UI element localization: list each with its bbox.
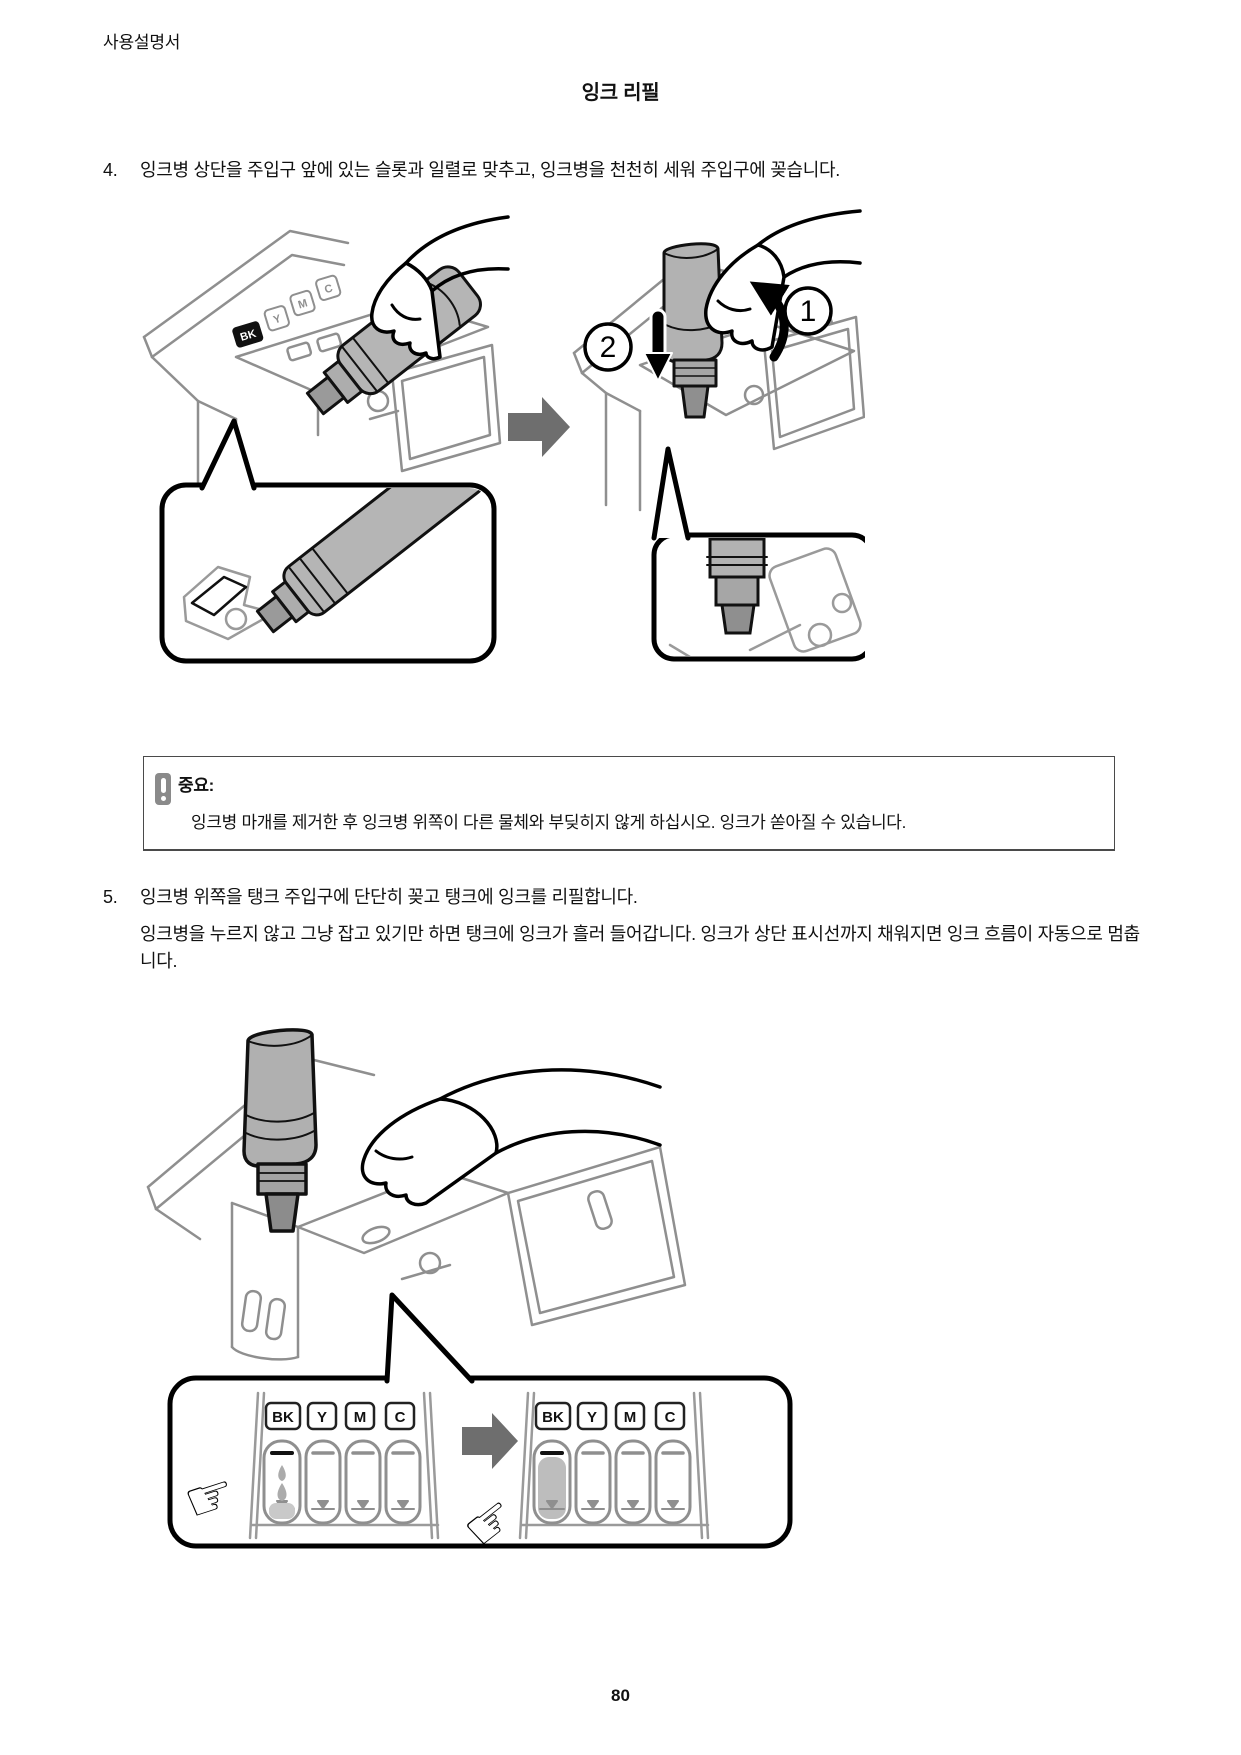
m-label-before: M	[354, 1409, 367, 1426]
figure-refill-tank: BK Y M C	[140, 995, 800, 1615]
c-label-before: C	[395, 1409, 406, 1426]
y-label: Y	[272, 313, 283, 327]
c-label: C	[323, 282, 334, 296]
bottle-in-inlet-detail	[706, 538, 768, 635]
next-step-arrow-icon	[508, 397, 570, 457]
hand-holding-bottle-left	[370, 215, 510, 361]
m-label-after: M	[624, 1409, 637, 1426]
bk-label-before: BK	[272, 1409, 294, 1426]
step-marker-1-label: 1	[800, 295, 817, 328]
bk-ink-low-fill	[269, 1503, 295, 1519]
bk-label: BK	[239, 328, 258, 344]
tank-panel-after: BK Y M C	[518, 1391, 710, 1540]
bk-label-after: BK	[542, 1409, 564, 1426]
y-label-before: Y	[317, 1409, 327, 1426]
step-5-number: 5.	[103, 887, 118, 907]
step-5-text: 잉크병 위쪽을 탱크 주입구에 단단히 꽂고 탱크에 잉크를 리필합니다.	[140, 887, 638, 907]
bk-tank-before	[262, 1439, 302, 1525]
figure-insert-bottle: BK Y M C	[140, 205, 875, 670]
m-badge	[289, 289, 316, 317]
step-marker-2-label: 2	[600, 331, 617, 364]
step-5: 5. 잉크병 위쪽을 탱크 주입구에 단단히 꽂고 탱크에 잉크를 리필합니다.	[103, 885, 1143, 910]
ink-label-badges-left: BK Y M C	[232, 274, 342, 348]
important-label: 중요:	[178, 776, 215, 795]
level-change-arrow-icon	[462, 1413, 518, 1469]
important-icon	[155, 773, 171, 805]
rotate-arrow-icon	[749, 281, 790, 362]
important-text: 잉크병 마개를 제거한 후 잉크병 위쪽이 다른 물체와 부딪히지 않게 하십시…	[191, 813, 907, 832]
slot-tab	[190, 575, 248, 617]
lower-line-marks-after	[539, 1500, 685, 1510]
bottle-tip-detail	[255, 488, 485, 634]
c-label-after: C	[665, 1409, 676, 1426]
y-badge	[263, 305, 290, 332]
important-notice: 중요: 잉크병 마개를 제거한 후 잉크병 위쪽이 다른 물체와 부딪히지 않게…	[143, 756, 1115, 851]
callout-slot-detail	[159, 418, 497, 664]
step-marker-1: 1	[783, 286, 833, 336]
bk-badge	[232, 321, 264, 348]
hand-holding-bottle-fig2	[360, 1068, 662, 1207]
ink-bottle-refilling	[242, 1028, 318, 1233]
page-title: 잉크 리필	[581, 82, 660, 104]
ink-drops-icon	[277, 1465, 287, 1501]
bk-ink-full-fill	[538, 1457, 566, 1519]
hand-holding-bottle-right	[704, 209, 862, 352]
step-marker-2: 2	[583, 322, 633, 372]
c-badge	[315, 274, 342, 301]
tank-panel-before: BK Y M C	[176, 1391, 440, 1540]
figure-insert-bottle-svg: BK Y M C	[142, 209, 875, 664]
m-label: M	[297, 297, 309, 311]
step-5-detail: 잉크병을 누르지 않고 그냥 잡고 있기만 하면 탱크에 잉크가 흘러 들어갑니…	[140, 924, 1140, 971]
doc-type-label: 사용설명서	[103, 33, 181, 52]
insert-detail-content	[668, 538, 862, 656]
step-4-text: 잉크병 상단을 주입구 앞에 있는 슬롯과 일렬로 맞추고, 잉크병을 천천히 …	[140, 160, 840, 180]
insert-down-arrow-icon	[643, 308, 673, 382]
figure-refill-tank-svg: BK Y M C	[146, 1028, 793, 1563]
step-4: 4. 잉크병 상단을 주입구 앞에 있는 슬롯과 일렬로 맞추고, 잉크병을 천…	[103, 158, 1143, 183]
page-number: 80	[611, 1686, 630, 1705]
printer-left-illustration: BK Y M C	[142, 215, 510, 664]
step-4-number: 4.	[103, 160, 118, 180]
y-label-after: Y	[587, 1409, 597, 1426]
printer-body-lines-fig2	[146, 1055, 687, 1361]
